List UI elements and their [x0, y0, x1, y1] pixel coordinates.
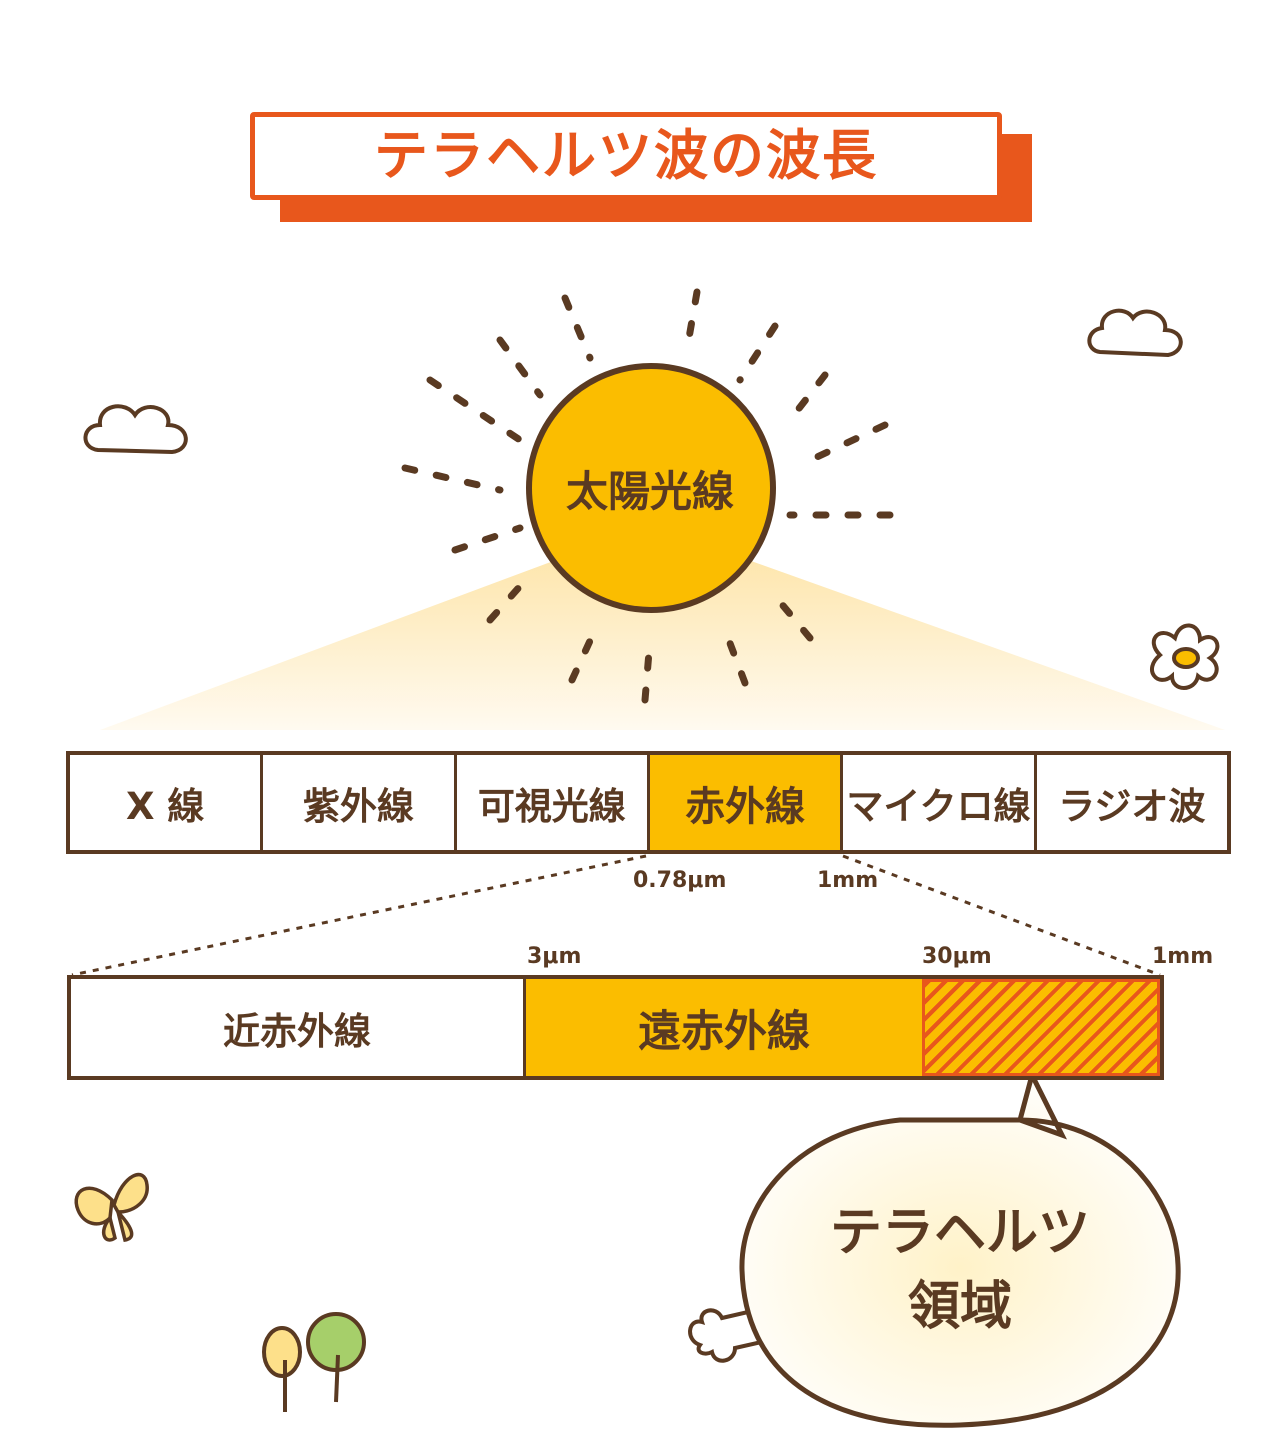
callout-bubble	[739, 1067, 1181, 1428]
callout-line2: 領域	[907, 1277, 1012, 1337]
flower	[1150, 623, 1220, 690]
terahertz-zone	[922, 979, 1160, 1076]
trees	[262, 1312, 366, 1412]
sun-rays	[401, 288, 894, 704]
tick-3um: 3μm	[527, 944, 582, 969]
near-infrared: 近赤外線	[71, 979, 526, 1076]
spectrum-bar: X 線 紫外線 可視光線 赤外線 マイクロ線 ラジオ波	[66, 751, 1231, 854]
band-visible: 可視光線	[457, 755, 650, 850]
sun-label: 太陽光線	[565, 467, 734, 516]
callout-line1: テラヘルツ	[829, 1203, 1090, 1263]
band-radio: ラジオ波	[1058, 784, 1206, 828]
far-infrared: 遠赤外線	[526, 979, 922, 1076]
sun	[526, 363, 776, 613]
band-microwave: マイクロ線	[843, 755, 1037, 850]
butterfly	[74, 1172, 149, 1242]
tick-1mm: 1mm	[1152, 944, 1214, 969]
ir-start-label: 0.78μm	[633, 868, 727, 893]
ir-end-label: 1mm	[817, 868, 879, 893]
cloud-left	[83, 404, 188, 455]
infrared-bar: 近赤外線 遠赤外線	[67, 975, 1164, 1080]
band-ultraviolet: 紫外線	[263, 755, 457, 850]
page-title: テラヘルツ波の波長	[374, 124, 878, 187]
tick-30um: 30μm	[922, 944, 992, 969]
title-banner: テラヘルツ波の波長	[250, 112, 1032, 222]
band-xray: X 線	[70, 755, 264, 850]
zoom-lines	[71, 854, 1161, 977]
band-infrared: 赤外線	[649, 755, 844, 850]
callout-text: テラヘルツ 領域	[795, 1196, 1125, 1344]
title-frame	[250, 112, 1002, 200]
cloud-right	[1087, 308, 1183, 358]
light-cone	[100, 525, 1225, 730]
